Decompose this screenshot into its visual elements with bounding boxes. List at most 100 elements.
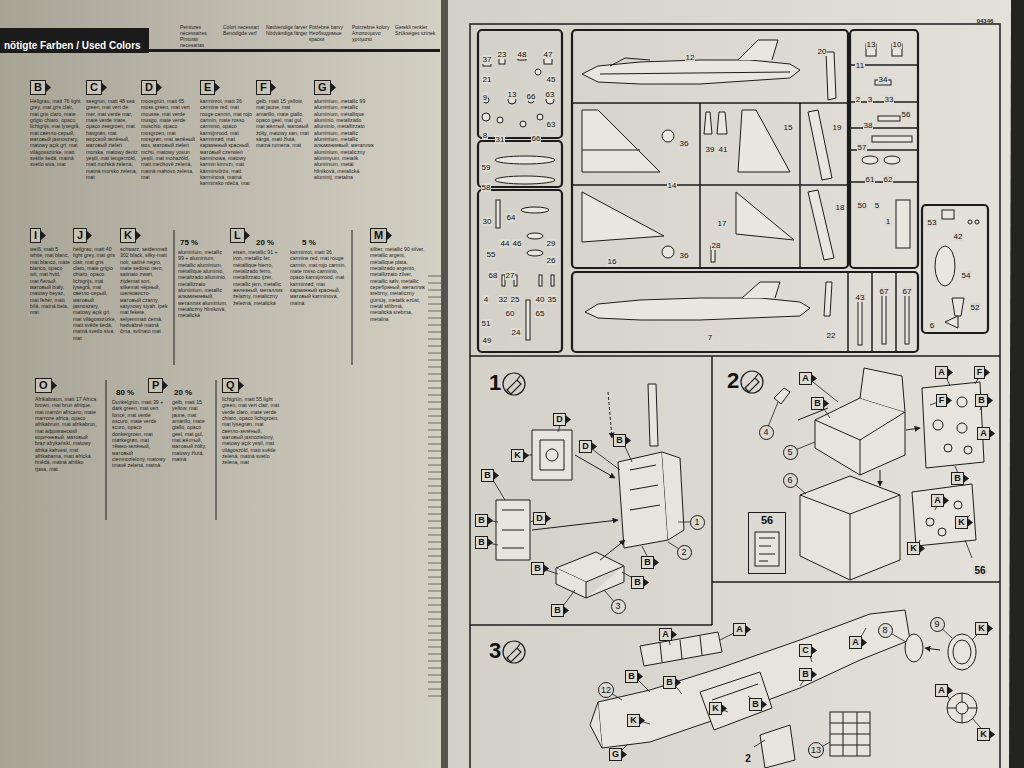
flag-notch-shape xyxy=(824,399,829,407)
flag-notch xyxy=(654,556,659,569)
kit-part xyxy=(808,190,834,260)
flag-notch-shape xyxy=(672,630,677,638)
color-code: J xyxy=(73,228,87,243)
flag-notch-shape xyxy=(592,442,597,450)
parts-panel-divider xyxy=(572,65,918,352)
color-code: B xyxy=(799,668,812,681)
part-number: 1 xyxy=(694,518,699,527)
color-description: Dunkelgrün, matt 39 + dark green, mat ve… xyxy=(112,399,166,469)
parts-panel xyxy=(572,272,918,352)
part-number: 28 xyxy=(711,241,722,250)
color-key: Dmoosgrün, matt 65 moss green, mat vert … xyxy=(141,80,196,180)
step-number: 2 xyxy=(727,368,739,393)
callout-number: 56 xyxy=(973,565,986,576)
assembly-drawing xyxy=(532,430,572,480)
color-callout: A xyxy=(977,427,995,440)
part-number: 9 xyxy=(934,620,939,629)
flag-notch xyxy=(163,378,168,393)
part-number-circle: 12 xyxy=(598,682,614,698)
label-holder: 41 xyxy=(718,138,729,156)
color-key: Qlichtgrün, matt 55 light green, mat ver… xyxy=(222,378,280,466)
part-number: 30 xyxy=(482,217,493,226)
part-number: 41 xyxy=(718,145,729,154)
color-key: Cseegrün, matt 48 sea green, mat vert de… xyxy=(86,80,138,180)
flag-notch xyxy=(494,469,499,482)
label-holder: 29 xyxy=(546,232,557,250)
flag-notch xyxy=(988,622,993,635)
flag-notch-shape xyxy=(488,516,493,524)
kit-part xyxy=(858,300,862,345)
label-holder: 63 xyxy=(545,83,556,101)
color-code: K xyxy=(511,449,524,462)
flag-notch xyxy=(52,378,57,393)
kit-part xyxy=(527,250,543,256)
part-number: 66 xyxy=(531,134,542,143)
color-callout: A xyxy=(849,636,867,649)
flag-notch xyxy=(46,80,51,95)
part-number: 4 xyxy=(483,295,489,304)
assembly-drawing xyxy=(546,449,558,461)
label-holder: 10 xyxy=(892,33,903,51)
label-holder: 38 xyxy=(863,114,874,132)
color-code-flag: L xyxy=(230,228,250,243)
label-holder: gelb, matt 15 yellow, mat jaune, mat ama… xyxy=(172,396,212,462)
kit-part xyxy=(968,220,972,224)
assembly-drawing xyxy=(944,444,952,452)
kit-part xyxy=(878,116,900,121)
color-code: L xyxy=(230,228,245,243)
part-number: 5 xyxy=(787,448,792,457)
label-holder: 15 xyxy=(783,116,794,134)
flag-notch-shape xyxy=(41,231,46,240)
flag-notch xyxy=(812,644,817,657)
part-number: 4 xyxy=(763,428,768,437)
flag-notch-shape xyxy=(239,381,244,390)
color-code: K xyxy=(709,702,722,715)
label-holder: 64 xyxy=(506,206,517,224)
color-callout: D xyxy=(579,440,597,453)
flag-notch xyxy=(812,668,817,681)
color-code-flag: I xyxy=(30,228,46,243)
color-callout: B xyxy=(625,670,643,683)
page-frame xyxy=(470,24,1000,768)
flag-notch-shape xyxy=(626,436,631,444)
label-holder: 67 xyxy=(902,280,913,298)
label-holder: 5 xyxy=(874,194,880,212)
color-code-flag: C xyxy=(86,80,107,95)
assembly-drawing xyxy=(957,397,967,407)
kit-part xyxy=(551,275,554,286)
flag-notch-shape xyxy=(862,638,867,646)
part-number: 8 xyxy=(882,626,887,635)
flag-notch xyxy=(157,80,162,95)
part-number: 5 xyxy=(874,201,880,210)
flag-notch-shape xyxy=(163,381,168,390)
part-number: 16 xyxy=(607,257,618,266)
part-number: 25 xyxy=(510,295,521,304)
part-number: 60 xyxy=(505,309,516,318)
color-code: B xyxy=(475,514,488,527)
page-frame xyxy=(711,356,713,625)
label-holder: 53 xyxy=(927,211,938,229)
assembly-drawing xyxy=(755,532,779,566)
color-key: Kschwarz, seidenmatt 302 black, silky-ma… xyxy=(120,228,170,335)
color-code: B xyxy=(749,698,762,711)
assembly-drawing xyxy=(700,672,772,730)
color-code-flag: B xyxy=(30,80,51,95)
color-code: D xyxy=(579,440,592,453)
label-holder: 60 xyxy=(505,302,516,320)
part-number: 37 xyxy=(482,55,493,64)
label-holder: 20 % xyxy=(174,381,192,399)
part-number: 15 xyxy=(783,123,794,132)
leader-line xyxy=(766,372,986,558)
flag-notch-shape xyxy=(947,396,952,404)
label-holder: 23 xyxy=(497,43,508,61)
assembly-drawing xyxy=(956,702,968,714)
label-holder: 36 xyxy=(679,244,690,262)
color-code: C xyxy=(799,644,812,657)
flag-notch-shape xyxy=(812,374,817,382)
flag-notch-shape xyxy=(990,730,995,738)
flag-notch xyxy=(87,228,92,243)
label-holder: 65 xyxy=(535,302,546,320)
part-number: 61 xyxy=(865,175,876,184)
assembly-drawing xyxy=(815,398,905,475)
kit-part xyxy=(872,136,912,142)
